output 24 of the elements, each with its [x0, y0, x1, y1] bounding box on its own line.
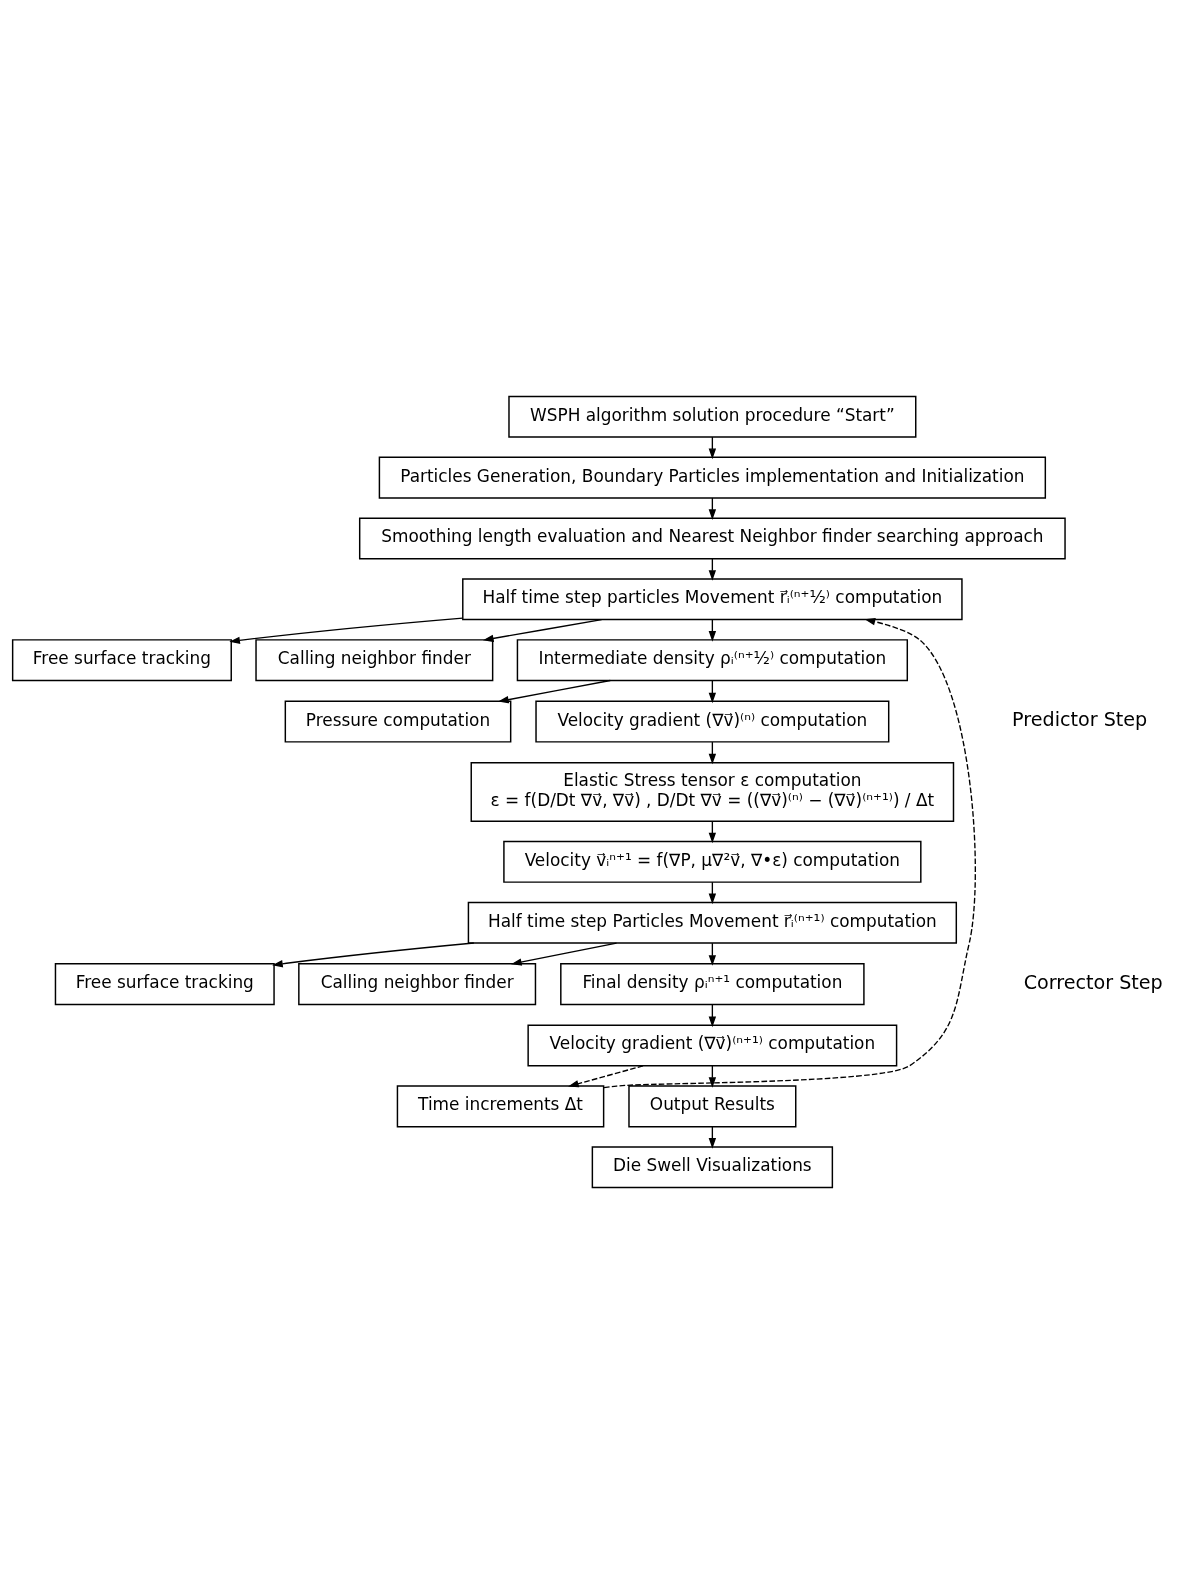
node-box: Calling neighbor finder	[255, 638, 494, 681]
node-box: Velocity v⃗ᵢⁿ⁺¹ = f(∇P, μ∇²v⃗, ∇•ε) computation	[503, 840, 922, 883]
node-box: Velocity gradient (∇v⃗)⁽ⁿ⁺¹⁾ computation	[527, 1024, 898, 1067]
node-box: Pressure computation	[284, 700, 512, 743]
arrow	[272, 941, 475, 967]
node-box: Free surface tracking	[54, 962, 275, 1005]
node-box: Final density ρᵢⁿ⁺¹ computation	[560, 962, 865, 1005]
arrow	[568, 1064, 644, 1087]
label: Predictor Step	[1012, 707, 1148, 731]
node-box: Intermediate density ρᵢ⁽ⁿ⁺½⁾ computation	[516, 638, 909, 681]
arrow	[229, 616, 464, 644]
node-box: Output Results	[628, 1084, 797, 1127]
node-box: Elastic Stress tensor ε computation ε = f(D/Dt ∇v⃗, ∇v⃗) , D/Dt ∇v⃗ = ((∇v⃗)⁽ⁿ⁾ − (∇v⃗)⁽ⁿ⁺¹⁾) / Δt	[470, 761, 955, 822]
node-box: Smoothing length evaluation and Nearest Neighbor finder searching approach	[358, 516, 1066, 559]
label: Corrector Step	[1023, 970, 1163, 994]
node-box: Half time step Particles Movement r⃗ᵢ⁽ⁿ⁺¹⁾ computation	[467, 901, 958, 944]
node-box: Free surface tracking	[11, 638, 232, 681]
node-box: Particles Generation, Boundary Particles implementation and Initialization	[378, 456, 1047, 499]
node-box: Time increments Δt	[396, 1084, 605, 1127]
node-box: Calling neighbor finder	[298, 962, 537, 1005]
node-box: Velocity gradient (∇v⃗)⁽ⁿ⁾ computation	[535, 700, 890, 743]
node-box: WSPH algorithm solution procedure “Start”	[508, 395, 917, 438]
node-box: Die Swell Visualizations	[591, 1145, 834, 1188]
node-box: Half time step particles Movement r⃗ᵢ⁽ⁿ⁺½⁾ computation	[462, 577, 963, 620]
